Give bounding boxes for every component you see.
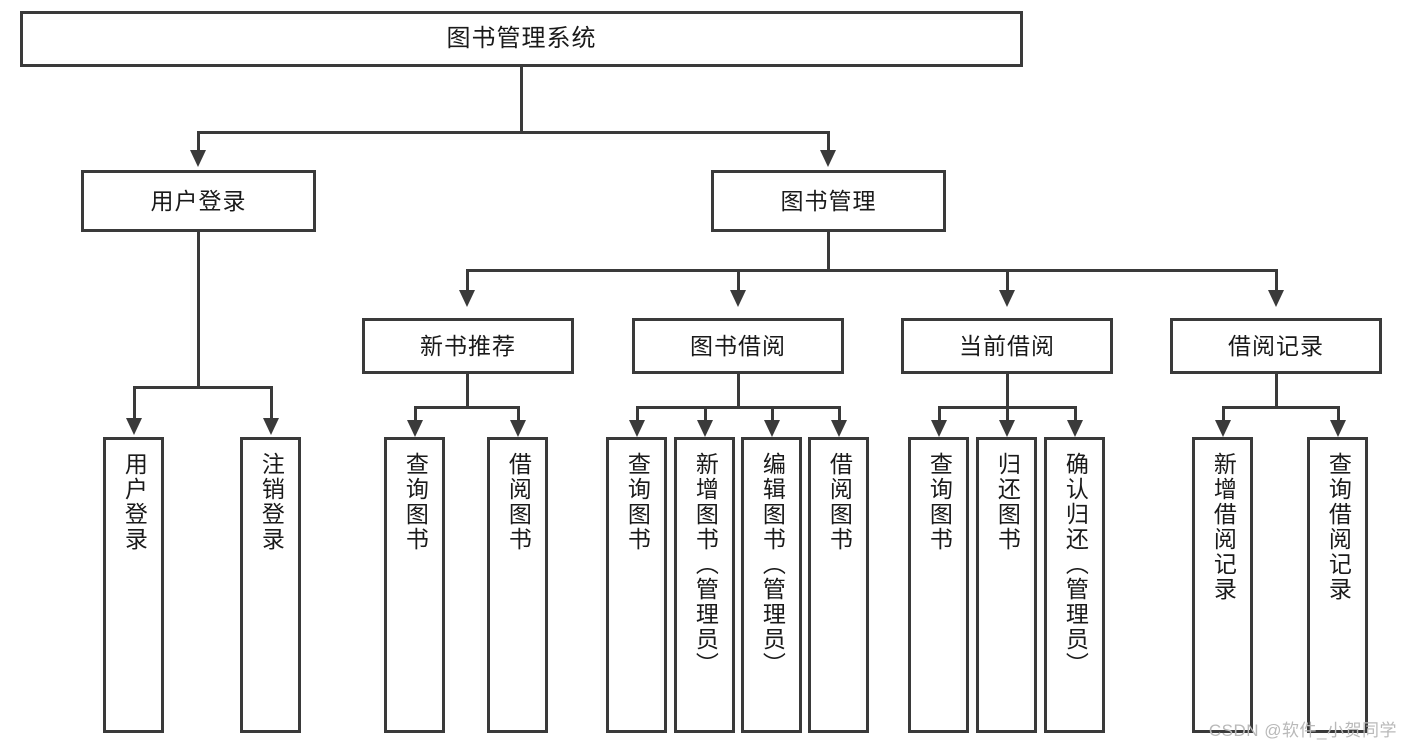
connector-root-to-userlogin (197, 131, 200, 150)
connector-newbook-drop-1 (414, 406, 417, 420)
leaf-query-book-current[interactable]: 查询图书 (908, 437, 969, 733)
leaf-user-login[interactable]: 用户登录 (103, 437, 164, 733)
node-borrow-record[interactable]: 借阅记录 (1170, 318, 1382, 374)
leaf-borrow-book-recommend[interactable]: 借阅图书 (487, 437, 548, 733)
node-label: 当前借阅 (959, 332, 1055, 359)
connector-bookborrow-drop-2 (704, 406, 707, 420)
connector-bookborrow-bus (636, 406, 841, 409)
leaf-label: 借阅图书 (826, 452, 853, 552)
arrow-to-bookmgmt (820, 150, 836, 167)
connector-bookmgmt-stem (827, 232, 830, 271)
connector-currentborrow-drop-3 (1074, 406, 1077, 420)
connector-userlogin-drop-1 (133, 386, 136, 418)
leaf-add-book-admin[interactable]: 新增图书（管理员） (674, 437, 735, 733)
connector-currentborrow-stem (1006, 374, 1009, 408)
connector-bookmgmt-drop-1 (466, 269, 469, 290)
node-book-management[interactable]: 图书管理 (711, 170, 946, 232)
connector-userlogin-stem (197, 232, 200, 388)
arrow-to-leaf-query-record (1330, 420, 1346, 437)
arrow-to-leaf-return-book (999, 420, 1015, 437)
leaf-label: 新增图书（管理员） (692, 452, 719, 677)
node-root-system[interactable]: 图书管理系统 (20, 11, 1023, 67)
arrow-to-leaf-query-book-1 (407, 420, 423, 437)
csdn-watermark: CSDN @软件_小贺同学 (1208, 721, 1397, 740)
arrow-to-leaf-confirm-return (1067, 420, 1083, 437)
connector-bookmgmt-drop-4 (1275, 269, 1278, 290)
connector-currentborrow-drop-1 (938, 406, 941, 420)
node-book-borrow[interactable]: 图书借阅 (632, 318, 844, 374)
arrow-to-leaf-logout (263, 418, 279, 435)
connector-bookmgmt-bus (466, 269, 1278, 272)
connector-borrowrecord-bus (1222, 406, 1340, 409)
connector-bookborrow-drop-3 (771, 406, 774, 420)
leaf-borrow-book[interactable]: 借阅图书 (808, 437, 869, 733)
node-label: 新书推荐 (420, 332, 516, 359)
leaf-query-book-recommend[interactable]: 查询图书 (384, 437, 445, 733)
leaf-label: 注销登录 (258, 452, 285, 552)
arrow-to-leaf-borrow-book-1 (510, 420, 526, 437)
connector-root-to-bookmgmt (827, 131, 830, 150)
node-new-book-recommend[interactable]: 新书推荐 (362, 318, 574, 374)
connector-userlogin-drop-2 (270, 386, 273, 418)
connector-root-bus (197, 131, 829, 134)
node-label: 图书管理 (780, 187, 877, 214)
node-label: 借阅记录 (1228, 332, 1324, 359)
leaf-label: 用户登录 (121, 452, 148, 552)
connector-root-stem (520, 67, 523, 133)
connector-newbook-stem (466, 374, 469, 408)
arrow-to-leaf-add-record (1215, 420, 1231, 437)
connector-bookborrow-drop-4 (838, 406, 841, 420)
leaf-label: 查询借阅记录 (1325, 452, 1352, 602)
arrow-to-leaf-add-book (697, 420, 713, 437)
connector-newbook-drop-2 (517, 406, 520, 420)
connector-bookborrow-drop-1 (636, 406, 639, 420)
arrow-to-leaf-query-book-3 (931, 420, 947, 437)
connector-borrowrecord-stem (1275, 374, 1278, 408)
node-current-borrow[interactable]: 当前借阅 (901, 318, 1113, 374)
leaf-edit-book-admin[interactable]: 编辑图书（管理员） (741, 437, 802, 733)
connector-bookborrow-stem (737, 374, 740, 408)
connector-bookmgmt-drop-3 (1006, 269, 1009, 290)
leaf-label: 新增借阅记录 (1210, 452, 1237, 602)
arrow-to-leaf-user-login (126, 418, 142, 435)
connector-newbook-bus (414, 406, 520, 409)
arrow-to-current-borrow (999, 290, 1015, 307)
leaf-query-book-borrow[interactable]: 查询图书 (606, 437, 667, 733)
leaf-label: 查询图书 (624, 452, 651, 552)
node-user-login[interactable]: 用户登录 (81, 170, 316, 232)
node-label: 图书借阅 (690, 332, 786, 359)
arrow-to-new-book-recommend (459, 290, 475, 307)
leaf-query-borrow-record[interactable]: 查询借阅记录 (1307, 437, 1368, 733)
arrow-to-leaf-edit-book (764, 420, 780, 437)
leaf-label: 查询图书 (402, 452, 429, 552)
connector-bookmgmt-drop-2 (737, 269, 740, 290)
connector-borrowrecord-drop-2 (1337, 406, 1340, 420)
arrow-to-leaf-borrow-book-2 (831, 420, 847, 437)
leaf-label: 查询图书 (926, 452, 953, 552)
leaf-logout[interactable]: 注销登录 (240, 437, 301, 733)
connector-borrowrecord-drop-1 (1222, 406, 1225, 420)
leaf-confirm-return-admin[interactable]: 确认归还（管理员） (1044, 437, 1105, 733)
leaf-label: 确认归还（管理员） (1062, 452, 1089, 677)
arrow-to-borrow-record (1268, 290, 1284, 307)
node-label: 用户登录 (150, 187, 247, 214)
arrow-to-book-borrow (730, 290, 746, 307)
leaf-label: 归还图书 (994, 452, 1021, 552)
connector-currentborrow-drop-2 (1006, 406, 1009, 420)
leaf-return-book[interactable]: 归还图书 (976, 437, 1037, 733)
connector-userlogin-bus (133, 386, 273, 389)
arrow-to-leaf-query-book-2 (629, 420, 645, 437)
leaf-label: 编辑图书（管理员） (759, 452, 786, 677)
arrow-to-userlogin (190, 150, 206, 167)
leaf-add-borrow-record[interactable]: 新增借阅记录 (1192, 437, 1253, 733)
leaf-label: 借阅图书 (505, 452, 532, 552)
node-label: 图书管理系统 (446, 25, 597, 53)
